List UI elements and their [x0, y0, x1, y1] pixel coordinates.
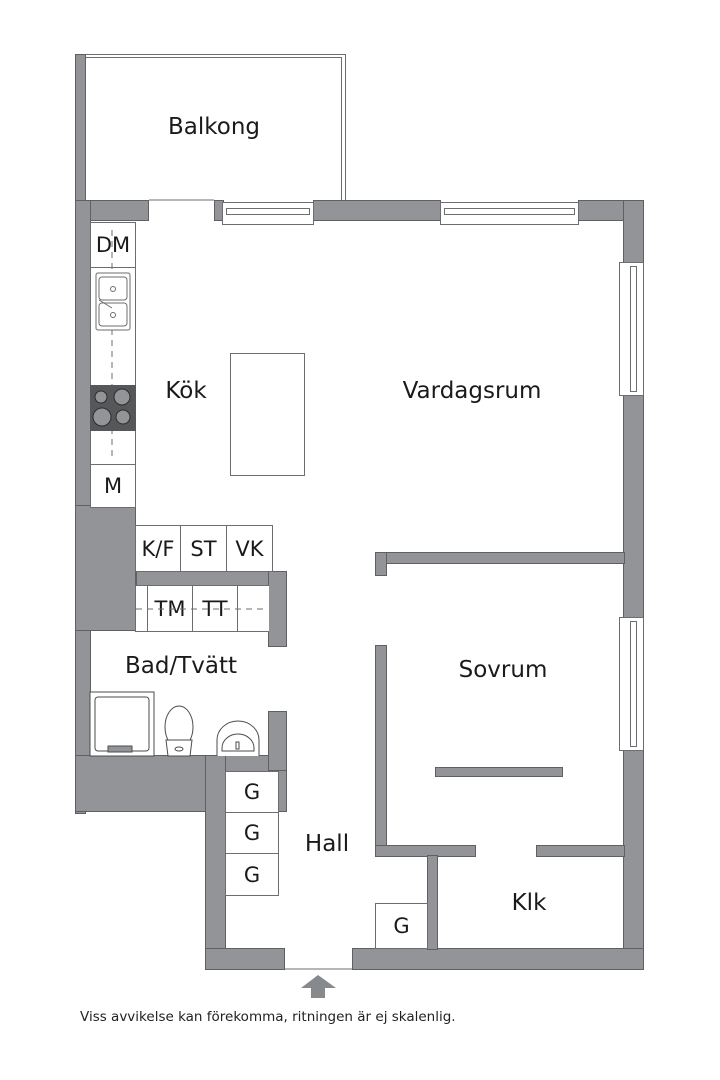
- shower-icon: [89, 691, 155, 757]
- wardrobe-bar: [435, 767, 563, 777]
- stove-icon: [90, 385, 136, 431]
- storage-g-2: G: [225, 812, 279, 854]
- room-label-vardagsrum: Vardagsrum: [402, 378, 542, 404]
- storage-g-3: G: [225, 853, 279, 896]
- wall-closet-left: [427, 855, 438, 950]
- room-label-hall: Hall: [304, 831, 350, 857]
- fridge-freezer-unit: K/F: [135, 525, 181, 572]
- storage-g-1: G: [225, 771, 279, 813]
- room-label-balkong: Balkong: [167, 114, 261, 140]
- wall-bottom-left: [205, 948, 285, 970]
- kitchen-island: [230, 353, 305, 476]
- wall-bottom-right: [352, 948, 644, 970]
- room-label-bad: Bad/Tvätt: [124, 653, 238, 679]
- arrow-up-icon: [301, 975, 336, 998]
- wall-bath-right-lower: [268, 711, 287, 771]
- wall-living-bedroom-stub: [375, 552, 387, 576]
- wall-bedroom-bottom-left: [375, 845, 476, 857]
- room-label-klk: Klk: [511, 890, 547, 916]
- wall-bedroom-bottom-right: [536, 845, 625, 857]
- wash-basin-icon: [216, 720, 260, 756]
- window-bedroom-right: [619, 617, 644, 751]
- window-kitchen-top: [222, 202, 314, 225]
- toilet-icon: [164, 705, 194, 757]
- double-sink-icon: [95, 272, 131, 331]
- storage-g-4: G: [375, 903, 428, 949]
- balcony-railing-inner: [84, 57, 342, 200]
- microwave-unit: M: [90, 464, 136, 508]
- room-label-sovrum: Sovrum: [458, 657, 548, 683]
- disclaimer-note: Viss avvikelse kan förekomma, ritningen …: [80, 1009, 456, 1025]
- window-living-top: [440, 202, 579, 225]
- water-heater-unit: VK: [226, 525, 273, 572]
- wardrobe-st-unit: ST: [180, 525, 227, 572]
- room-label-kok: Kök: [165, 378, 207, 404]
- window-living-right: [619, 262, 644, 396]
